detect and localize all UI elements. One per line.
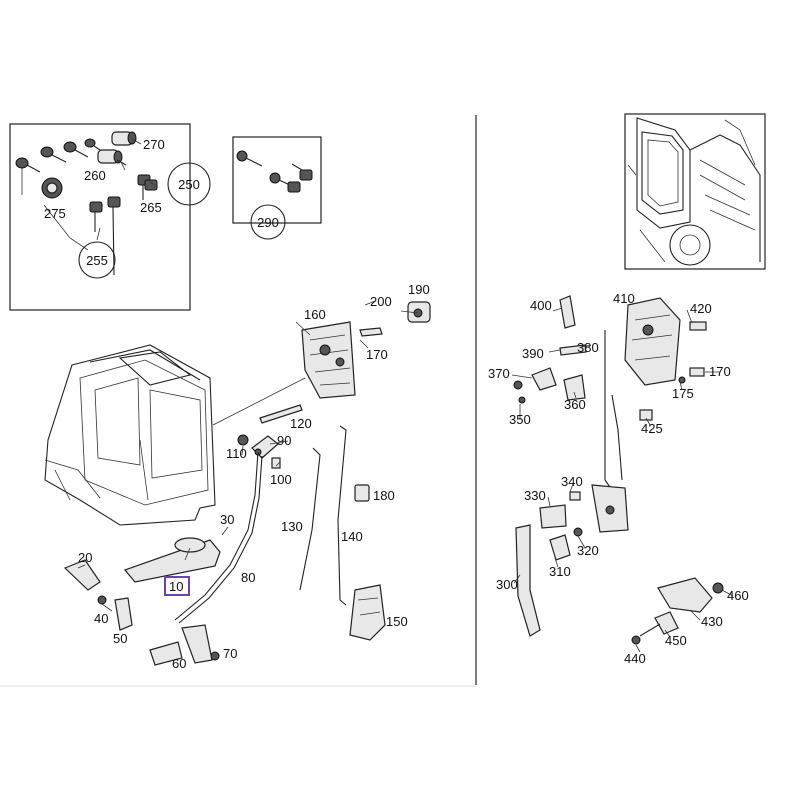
part-360 xyxy=(563,374,586,401)
right-lock-assembly xyxy=(513,295,707,533)
callout-340: 340 xyxy=(561,474,583,489)
inset-cab-drawing xyxy=(627,117,761,266)
callout-275: 275 xyxy=(44,206,66,221)
callout-labels: 270 250 260 265 275 255 290 160 190 200 … xyxy=(44,137,749,671)
callout-circle-290 xyxy=(250,204,286,240)
callout-450: 450 xyxy=(665,633,687,648)
rod-assembly xyxy=(299,425,386,641)
latch-150 xyxy=(349,584,386,641)
release-lever-assembly xyxy=(631,577,724,645)
part-310 xyxy=(549,534,571,561)
callout-40: 40 xyxy=(94,611,108,626)
callout-380: 380 xyxy=(577,340,599,355)
callout-circle-250 xyxy=(167,162,211,206)
callout-270: 270 xyxy=(143,137,165,152)
callout-255: 255 xyxy=(86,253,108,268)
callout-circle-255 xyxy=(78,241,116,279)
callout-140: 140 xyxy=(341,529,363,544)
callout-30: 30 xyxy=(220,512,234,527)
bolt-420 xyxy=(689,321,707,331)
callout-80: 80 xyxy=(241,570,255,585)
callout-90: 90 xyxy=(277,433,291,448)
callout-10: 10 xyxy=(169,579,183,594)
handle-10 xyxy=(123,539,221,583)
callout-130: 130 xyxy=(281,519,303,534)
callout-110: 110 xyxy=(226,446,247,461)
callout-400: 400 xyxy=(530,298,552,313)
callout-370: 370 xyxy=(488,366,510,381)
lock-cylinder-icon xyxy=(97,131,137,166)
screw-425 xyxy=(639,409,653,421)
callout-320: 320 xyxy=(577,543,599,558)
outer-handle-assembly xyxy=(63,537,221,666)
callout-425: 425 xyxy=(641,421,663,436)
rod-20 xyxy=(63,559,101,591)
rod-120 xyxy=(259,404,303,424)
callout-390: 390 xyxy=(522,346,544,361)
callout-440: 440 xyxy=(624,651,646,666)
key-set-frame-2 xyxy=(232,136,322,224)
key-blank-icon xyxy=(89,174,158,276)
callout-420: 420 xyxy=(690,301,712,316)
callout-50: 50 xyxy=(113,631,127,646)
callout-330: 330 xyxy=(524,488,546,503)
callout-350: 350 xyxy=(509,412,531,427)
lock-barrel-icon xyxy=(41,177,63,199)
callout-175: 175 xyxy=(672,386,694,401)
part-400 xyxy=(559,295,576,329)
callout-60: 60 xyxy=(172,656,186,671)
callout-265: 265 xyxy=(140,200,162,215)
door-lock-assembly xyxy=(259,301,431,424)
key-icon xyxy=(15,138,101,173)
part-370 xyxy=(531,367,557,391)
callout-170-left: 170 xyxy=(366,347,388,362)
bracket-60 xyxy=(149,641,183,666)
inner-handle-assembly xyxy=(515,491,583,637)
callout-460: 460 xyxy=(727,588,749,603)
callout-160: 160 xyxy=(304,307,326,322)
callout-190: 190 xyxy=(408,282,430,297)
handle-300 xyxy=(515,524,541,637)
leader-lines xyxy=(21,168,101,251)
key-set-290 xyxy=(236,150,313,240)
callout-180: 180 xyxy=(373,488,395,503)
inset-cab-frame xyxy=(624,113,766,270)
callout-360: 360 xyxy=(564,397,586,412)
callout-250: 250 xyxy=(178,177,200,192)
callout-290: 290 xyxy=(257,215,279,230)
cab-drawing xyxy=(44,344,306,526)
callout-120: 120 xyxy=(290,416,312,431)
callout-20: 20 xyxy=(78,550,92,565)
lever-50 xyxy=(114,597,133,631)
callout-310: 310 xyxy=(549,564,571,579)
callout-300: 300 xyxy=(496,577,518,592)
part-450 xyxy=(654,611,679,635)
key-set-frame xyxy=(9,123,191,311)
callout-150: 150 xyxy=(386,614,408,629)
callout-200: 200 xyxy=(370,294,392,309)
callout-100: 100 xyxy=(270,472,292,487)
callout-430: 430 xyxy=(701,614,723,629)
lever-430 xyxy=(657,577,713,613)
callout-70: 70 xyxy=(223,646,237,661)
callout-410: 410 xyxy=(613,291,635,306)
lock-410 xyxy=(624,297,681,386)
callout-170-right: 170 xyxy=(709,364,731,379)
part-180 xyxy=(354,484,370,502)
callout-260: 260 xyxy=(84,168,106,183)
key-set-250 xyxy=(15,131,211,279)
bracket-330 xyxy=(539,504,567,529)
leader-lines-main xyxy=(77,138,734,653)
handle-mechanism xyxy=(174,434,281,624)
highlight-box-10 xyxy=(164,576,190,596)
